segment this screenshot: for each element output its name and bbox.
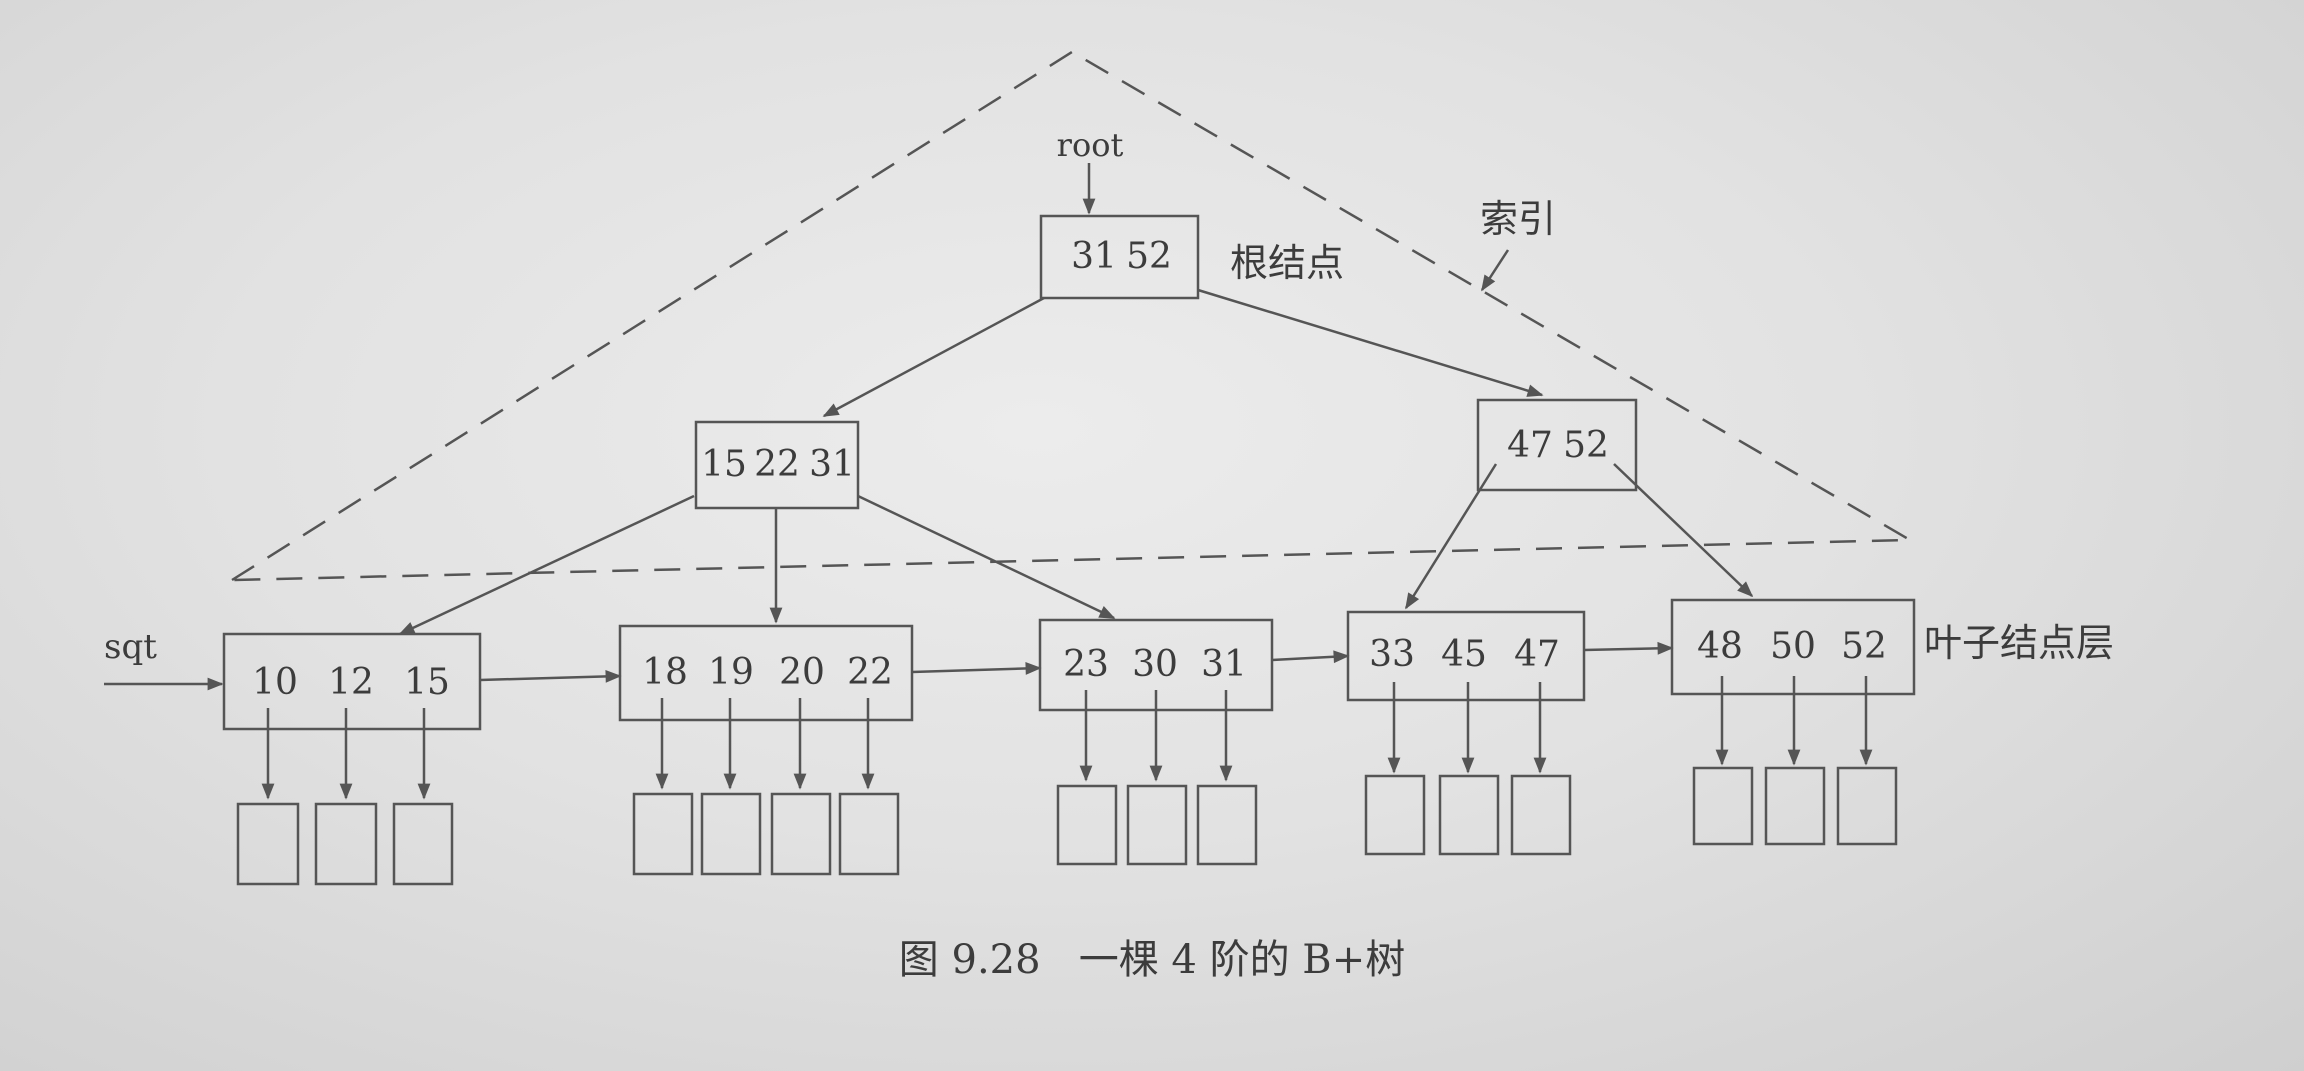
record-box <box>1056 784 1118 866</box>
leaf-key: 15 <box>404 662 450 703</box>
leaf-node: 33 45 47 <box>1346 610 1586 702</box>
edge-leaf4-to-leaf5 <box>1583 641 1674 655</box>
record-box <box>700 792 762 876</box>
leaf-node: 18 19 20 22 <box>618 624 914 722</box>
root-node-label: 根结点 <box>1230 241 1344 285</box>
edge-internal2-to-leaf-5 <box>1613 463 1754 598</box>
record-box <box>314 802 378 886</box>
root-node-box <box>1039 214 1200 300</box>
leaf-key: 18 <box>642 652 688 693</box>
edge-root-to-internal-1 <box>822 296 1045 418</box>
record-box <box>838 792 900 876</box>
sqt-label: sqt <box>104 627 157 667</box>
leaf-node: 23 30 31 <box>1038 618 1274 712</box>
record-box <box>236 802 300 886</box>
internal-key: 31 <box>809 444 855 485</box>
leaf-node: 10 12 15 <box>222 632 482 731</box>
edge-leaf1-to-leaf2 <box>479 670 622 683</box>
leaf-key: 10 <box>252 662 298 703</box>
internal-key: 47 <box>1507 425 1553 466</box>
root-label: root <box>1057 126 1124 164</box>
internal-node: 15 22 31 <box>694 420 860 510</box>
edge-internal2-to-leaf-4 <box>1404 463 1498 610</box>
figure-caption: 图 9.28 一棵 4 阶的 B+树 <box>899 937 1405 983</box>
record-boxes <box>236 766 1898 886</box>
index-region-outline <box>231 50 1915 582</box>
leaf-key: 52 <box>1841 626 1887 667</box>
leaf-node-box <box>222 632 482 731</box>
edge-internal1-to-leaf-1 <box>398 494 695 636</box>
record-box <box>1126 784 1188 866</box>
record-box <box>392 802 454 886</box>
index-pointer-arrow <box>1480 249 1510 292</box>
root-node: 31 52 <box>1039 214 1200 300</box>
leaf-layer-label: 叶子结点层 <box>1924 621 2114 665</box>
internal-node-box <box>694 420 860 510</box>
record-box <box>1764 766 1826 846</box>
record-box <box>1692 766 1754 846</box>
record-box <box>1438 774 1500 856</box>
edge-leaf2-to-leaf3 <box>911 662 1042 675</box>
leaf-key: 47 <box>1514 634 1560 675</box>
leaf-node-box <box>1346 610 1586 702</box>
leaf-key: 45 <box>1441 634 1487 675</box>
leaf-node-box <box>618 624 914 722</box>
edge-root-to-internal-2 <box>1197 288 1544 397</box>
record-box <box>632 792 694 876</box>
edge-leaf3-to-leaf4 <box>1271 650 1350 664</box>
root-key: 52 <box>1126 236 1172 277</box>
internal-node-box <box>1476 398 1638 492</box>
record-box <box>1196 784 1258 866</box>
leaf-key: 30 <box>1132 644 1178 685</box>
leaf-key: 31 <box>1201 644 1247 685</box>
record-box <box>770 792 832 876</box>
record-box <box>1836 766 1898 846</box>
record-box <box>1364 774 1426 856</box>
leaf-key: 23 <box>1063 644 1109 685</box>
index-label: 索引 <box>1480 197 1556 241</box>
root-key: 31 <box>1071 236 1117 277</box>
internal-key: 15 <box>701 444 747 485</box>
record-pointers <box>261 676 1873 800</box>
leaf-key: 19 <box>708 652 754 693</box>
internal-node: 47 52 <box>1476 398 1638 492</box>
leaf-node: 48 50 52 <box>1670 598 1916 696</box>
leaf-key: 50 <box>1770 626 1816 667</box>
internal-key: 22 <box>754 444 800 485</box>
internal-key: 52 <box>1563 425 1609 466</box>
leaf-key: 33 <box>1369 634 1415 675</box>
tree-edges <box>398 288 1754 683</box>
record-box <box>1510 774 1572 856</box>
leaf-key: 12 <box>328 662 374 703</box>
edge-internal1-to-leaf-3 <box>857 494 1116 620</box>
leaf-key: 48 <box>1697 626 1743 667</box>
leaf-key: 22 <box>847 652 893 693</box>
leaf-key: 20 <box>779 652 825 693</box>
